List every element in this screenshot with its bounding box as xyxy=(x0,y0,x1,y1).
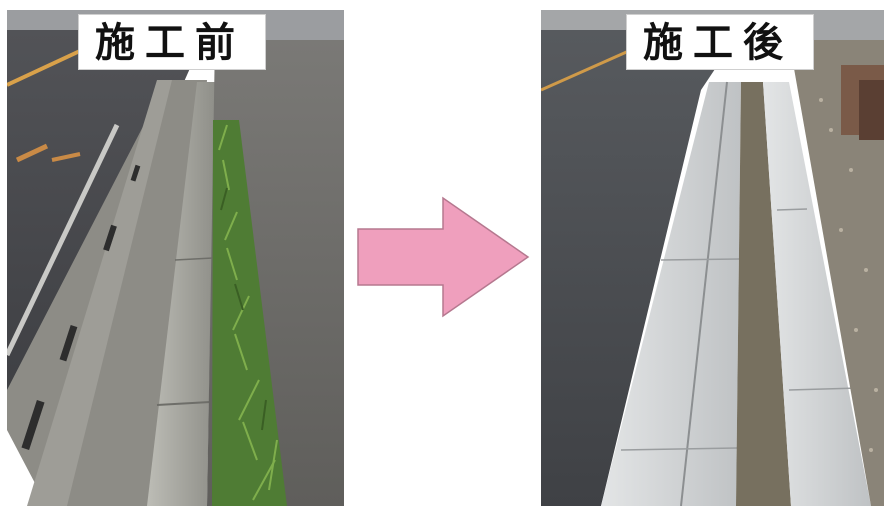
after-label: 施工後 xyxy=(626,14,814,70)
before-label: 施工前 xyxy=(78,14,266,70)
before-photo xyxy=(7,10,344,506)
before-photo-image xyxy=(7,10,344,506)
after-photo-image xyxy=(541,10,884,506)
right-arrow-icon xyxy=(357,196,530,318)
after-photo xyxy=(541,10,884,506)
